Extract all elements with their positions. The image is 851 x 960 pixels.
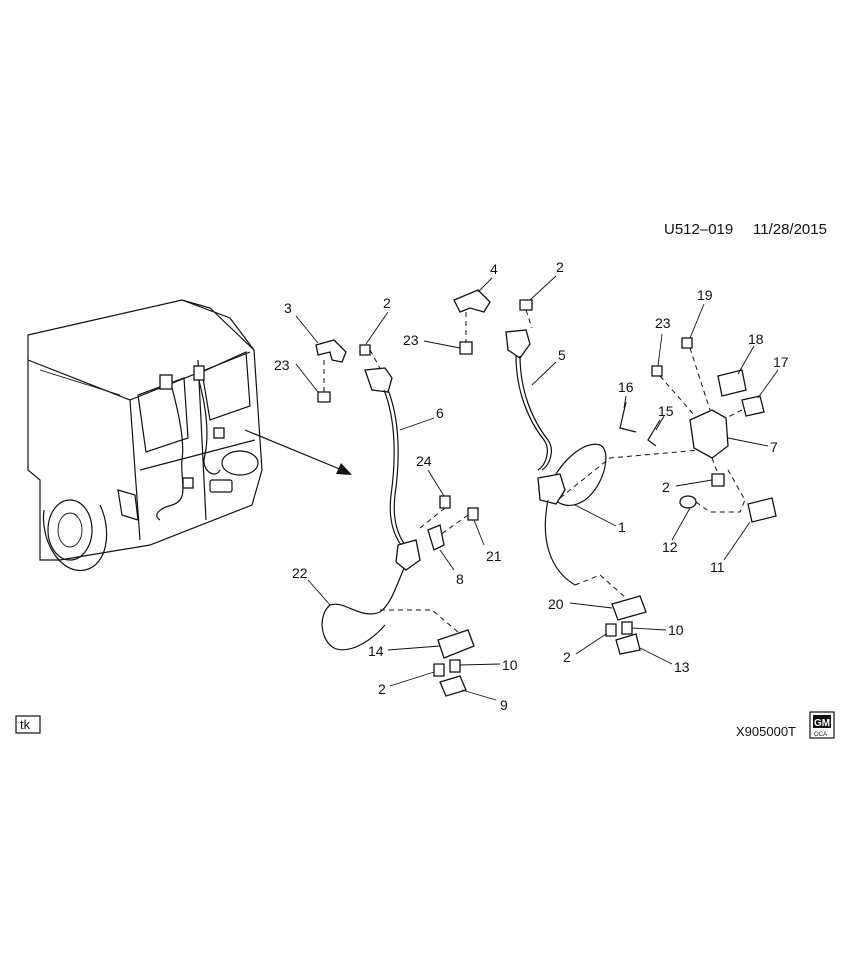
part-2-screw-b [519,299,533,329]
diagram-code: U512–019 [664,221,733,238]
part-6-cable [364,367,406,546]
illustrator-tag: tk [20,717,31,732]
part-2-screw-d [711,473,725,487]
part-23-bolt-left [317,360,331,403]
callout-11: 11 [710,559,725,575]
part-16-rod [619,401,637,433]
part-22-cable [321,539,459,651]
callout-12: 12 [662,539,678,555]
part-10-bolt-right [621,621,633,635]
callout-19: 19 [697,287,713,303]
part-2-screw-c [433,663,445,677]
part-1-cable-loop [537,443,701,599]
part-13-bracket [615,633,641,655]
callout-3: 3 [284,300,292,316]
part-3-bracket [315,339,347,363]
part-23-bolt-right [651,365,696,417]
callout-14: 14 [368,643,384,659]
callout-5: 5 [558,347,566,363]
illustrator-tag-box: tk [15,715,41,734]
part-20-striker [611,595,647,621]
callout-1: 1 [618,519,626,535]
callout-2: 2 [378,681,386,697]
callout-7: 7 [770,439,778,455]
callout-24: 24 [416,453,432,469]
callout-20: 20 [548,596,564,612]
callout-9: 9 [500,697,508,713]
callout-23: 23 [655,315,671,331]
callout-16: 16 [618,379,634,395]
part-8-bracket [427,524,445,551]
part-15-rod [647,419,661,447]
part-12-nut [679,469,746,513]
callout-2: 2 [662,479,670,495]
part-7-latch [689,409,729,475]
part-9-bracket [439,675,467,697]
part-11-striker [747,497,777,523]
callout-labels: 3 23 2 23 4 2 5 6 24 21 8 22 14 2 10 9 1… [274,259,789,713]
callout-18: 18 [748,331,764,347]
part-17-actuator [725,395,765,419]
callout-10: 10 [502,657,518,673]
callout-4: 4 [490,261,498,277]
part-24-bolt [419,495,451,529]
logo-bottom-text: OCA [814,732,827,738]
gm-logo: GM OCA [809,711,835,739]
part-2-screw-a [359,344,383,373]
figure-number: X905000T [736,724,796,739]
logo-top-text: GM [814,718,830,729]
part-2-screw-e [605,623,617,637]
part-4-bracket [453,289,491,342]
callout-23: 23 [274,357,290,373]
part-23-bolt-center [459,341,473,355]
callout-10: 10 [668,622,684,638]
callout-2: 2 [383,295,391,311]
part-21-bolt [439,507,479,536]
leader-lines [295,275,779,701]
part-19-bolt [681,337,711,411]
callout-13: 13 [674,659,690,675]
diagram-date: 11/28/2015 [753,221,827,238]
van-rear-illustration [27,299,263,571]
callout-15: 15 [658,403,674,419]
callout-2: 2 [556,259,564,275]
callout-21: 21 [486,548,502,564]
callout-23: 23 [403,332,419,348]
view-arrow [244,429,352,475]
part-14-striker [437,629,475,659]
part-10-bolt-left [449,659,461,673]
part-5-cable [505,329,552,471]
callout-22: 22 [292,565,308,581]
callout-17: 17 [773,354,789,370]
callout-2: 2 [563,649,571,665]
part-18-bracket [717,369,747,397]
callout-8: 8 [456,571,464,587]
callout-6: 6 [436,405,444,421]
